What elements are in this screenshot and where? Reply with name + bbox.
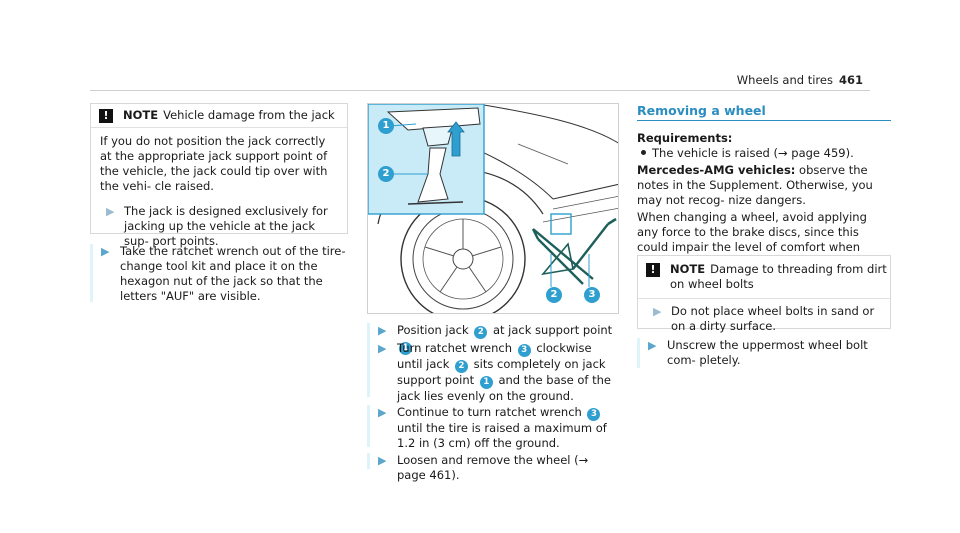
step-text-part: and the base of the jack lies evenly on … bbox=[397, 373, 611, 403]
notice-text: If you do not position the jack correctl… bbox=[100, 134, 328, 193]
amg-label: Mercedes-AMG vehicles: bbox=[637, 163, 796, 177]
notice-title: Damage to threading from dirt on wheel b… bbox=[670, 262, 887, 291]
callout-badge: 2 bbox=[474, 326, 488, 339]
callout-2-inset: 2 bbox=[378, 166, 394, 182]
bullet-icon bbox=[641, 150, 646, 155]
step-position-jack: ▶ Position jack 2 at jack support point … bbox=[367, 323, 619, 355]
step-text-part: . bbox=[414, 339, 418, 353]
section-title: Removing a wheel bbox=[637, 103, 766, 118]
step-bar bbox=[367, 405, 370, 447]
jack-illustration-drawing bbox=[368, 104, 618, 313]
callout-3: 3 bbox=[584, 287, 600, 303]
notice-box-jack: ! NOTE Vehicle damage from the jack If y… bbox=[90, 103, 348, 248]
step-arrow-icon: ▶ bbox=[378, 324, 387, 337]
step-text: Continue to turn ratchet wrench 3 until … bbox=[397, 405, 619, 450]
notice-step: ▶ The jack is designed exclusively for j… bbox=[100, 204, 338, 249]
step-bar bbox=[90, 244, 93, 302]
page-number: 461 bbox=[838, 73, 863, 87]
step-text-part: sits completely on jack support point bbox=[397, 357, 606, 387]
requirements-label: Requirements: bbox=[637, 131, 733, 145]
notice-body: ▶ Do not place wheel bolts in sand or on… bbox=[638, 299, 890, 342]
step-turn-wrench: ▶ Turn ratchet wrench 3 clockwise until … bbox=[367, 341, 619, 403]
step-loosen-wheel: ▶ Loosen and remove the wheel (→ page 46… bbox=[367, 453, 619, 482]
requirement-item: The vehicle is raised (→ page 459). bbox=[637, 146, 854, 161]
section-divider bbox=[637, 120, 891, 121]
jack-illustration: 1 2 2 3 bbox=[367, 103, 619, 314]
step-text-part: until the tire is raised a maximum of 1.… bbox=[397, 421, 607, 450]
step-text-part: Position jack bbox=[397, 323, 473, 337]
callout-1: 1 bbox=[378, 118, 394, 134]
step-arrow-icon: ▶ bbox=[653, 305, 662, 318]
header-section: Wheels and tires bbox=[736, 73, 833, 87]
step-bar bbox=[637, 338, 640, 368]
step-arrow-icon: ▶ bbox=[378, 406, 387, 419]
step-text-part: Continue to turn ratchet wrench bbox=[397, 405, 586, 419]
amg-note: Mercedes-AMG vehicles: observe the notes… bbox=[637, 163, 891, 208]
step-text-part: Turn ratchet wrench bbox=[397, 341, 516, 355]
header-divider bbox=[90, 90, 870, 91]
page-header: Wheels and tires 461 bbox=[737, 73, 863, 88]
step-text: Take the ratchet wrench out of the tire-… bbox=[120, 244, 346, 303]
step-place-wrench: ▶ Take the ratchet wrench out of the tir… bbox=[90, 244, 348, 303]
notice-header: ! NOTE Vehicle damage from the jack bbox=[91, 104, 347, 128]
notice-label: NOTE bbox=[670, 262, 706, 276]
step-arrow-icon: ▶ bbox=[648, 339, 657, 352]
callout-badge: 1 bbox=[479, 376, 493, 389]
callout-badge: 1 bbox=[399, 342, 412, 355]
notice-step-text: Do not place wheel bolts in sand or on a… bbox=[671, 304, 875, 333]
step-bar bbox=[367, 323, 370, 341]
notice-step-text: The jack is designed exclusively for jac… bbox=[124, 204, 328, 248]
step-text: Unscrew the uppermost wheel bolt com- pl… bbox=[667, 338, 868, 367]
notice-step: ▶ Do not place wheel bolts in sand or on… bbox=[647, 304, 881, 334]
step-arrow-icon: ▶ bbox=[378, 342, 387, 355]
step-text-part: clockwise until jack bbox=[397, 341, 592, 371]
callout-badge: 2 bbox=[455, 360, 469, 373]
step-text: Position jack 2 at jack support point 1. bbox=[397, 323, 619, 355]
warning-icon: ! bbox=[646, 263, 660, 277]
step-text-part: at jack support point bbox=[489, 323, 613, 337]
requirement-text: The vehicle is raised (→ page 459). bbox=[652, 146, 854, 160]
step-bar bbox=[367, 341, 370, 397]
notice-body: If you do not position the jack correctl… bbox=[91, 128, 347, 257]
callout-badge: 3 bbox=[587, 408, 601, 421]
step-text-part: Loosen and remove the wheel (→ page 461)… bbox=[397, 453, 589, 482]
step-bar bbox=[367, 453, 370, 469]
step-text: Loosen and remove the wheel (→ page 461)… bbox=[397, 453, 619, 482]
callout-badge: 3 bbox=[517, 344, 531, 357]
step-text: Turn ratchet wrench 3 clockwise until ja… bbox=[397, 341, 619, 403]
step-arrow-icon: ▶ bbox=[378, 454, 387, 467]
step-raise-tire: ▶ Continue to turn ratchet wrench 3 unti… bbox=[367, 405, 619, 450]
step-unscrew-bolt: ▶ Unscrew the uppermost wheel bolt com- … bbox=[637, 338, 891, 368]
step-arrow-icon: ▶ bbox=[101, 245, 110, 258]
amg-text: observe the notes in the Supplement. Oth… bbox=[637, 163, 873, 207]
step-arrow-icon: ▶ bbox=[106, 205, 115, 218]
notice-title: Vehicle damage from the jack bbox=[163, 108, 335, 122]
callout-2: 2 bbox=[546, 287, 562, 303]
warning-icon: ! bbox=[99, 108, 113, 123]
notice-label: NOTE bbox=[123, 108, 159, 122]
